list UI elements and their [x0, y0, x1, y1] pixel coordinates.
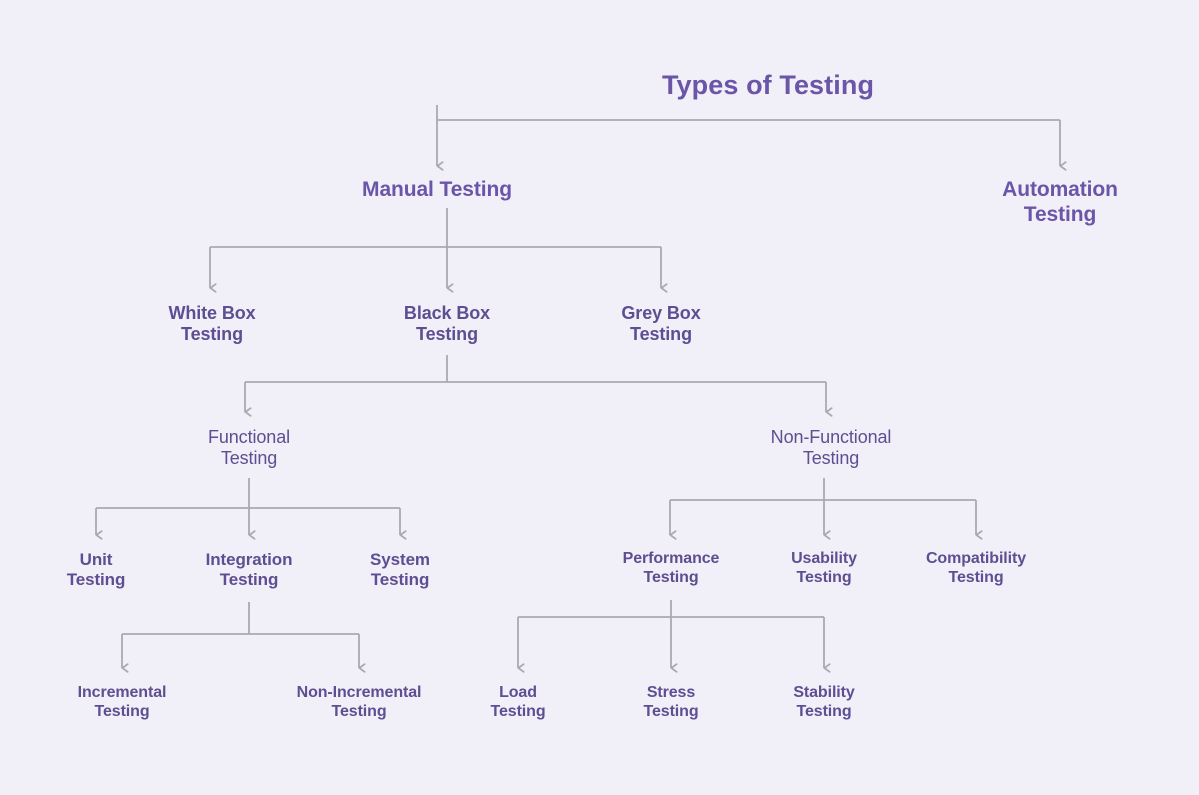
node-load-testing: Load Testing	[490, 684, 546, 720]
node-usability-testing: Usability Testing	[791, 550, 857, 586]
node-black-box-testing: Black Box Testing	[403, 303, 491, 345]
node-white-box-testing: White Box Testing	[168, 303, 256, 345]
node-types-of-testing: Types of Testing	[661, 70, 875, 100]
node-unit-testing: Unit Testing	[66, 550, 126, 590]
node-stability-testing: Stability Testing	[793, 684, 855, 720]
node-automation-testing: Automation Testing	[1002, 178, 1118, 226]
node-compatibility-testing: Compatibility Testing	[925, 550, 1027, 586]
node-stress-testing: Stress Testing	[643, 684, 699, 720]
node-performance-testing: Performance Testing	[622, 550, 720, 586]
node-incremental-testing: Incremental Testing	[77, 684, 167, 720]
node-functional-testing: Functional Testing	[207, 427, 291, 469]
node-integration-testing: Integration Testing	[205, 550, 293, 590]
node-non-incremental-testing: Non-Incremental Testing	[296, 684, 422, 720]
node-system-testing: System Testing	[370, 550, 430, 590]
node-manual-testing: Manual Testing	[362, 178, 512, 201]
node-non-functional-testing: Non-Functional Testing	[770, 427, 892, 469]
node-grey-box-testing: Grey Box Testing	[621, 303, 701, 345]
